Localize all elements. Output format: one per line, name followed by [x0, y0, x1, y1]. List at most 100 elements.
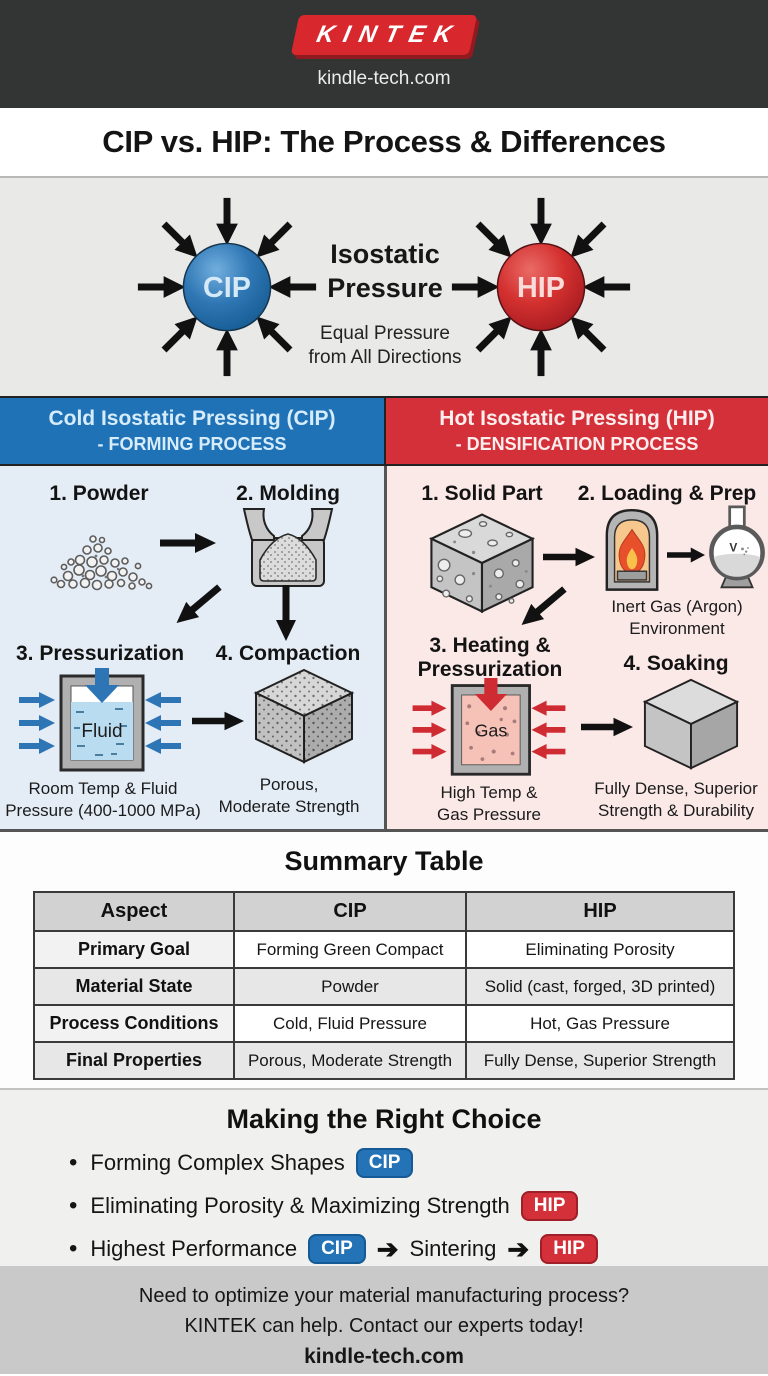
top-banner: KINTEK kindle-tech.com — [0, 0, 768, 108]
bullet-mid-text: Sintering — [409, 1236, 497, 1261]
arrow-icon — [160, 533, 216, 553]
cip-badge: CIP — [308, 1234, 366, 1264]
table-row: Final Properties Porous, Moderate Streng… — [33, 1041, 735, 1080]
hip-step4-title: 4. Soaking — [623, 652, 729, 675]
cell-aspect: Material State — [33, 967, 235, 1006]
hip-header-line2: - DENSIFICATION PROCESS — [455, 434, 699, 454]
summary-section: Summary Table Aspect CIP HIP Primary Goa… — [0, 832, 768, 1088]
cip-sphere-icon: CIP — [137, 197, 317, 377]
summary-table: Aspect CIP HIP Primary Goal Forming Gree… — [33, 891, 735, 1080]
fluid-vessel-label: Fluid — [81, 721, 122, 742]
col-header-cip: CIP — [233, 891, 467, 932]
arrow-icon — [581, 717, 633, 737]
table-row: Primary Goal Forming Green Compact Elimi… — [33, 930, 735, 969]
arrow-diagonal-icon — [176, 584, 222, 623]
hip-header-line1: Hot Isostatic Pressing (HIP) — [439, 407, 715, 430]
header-website-text: kindle-tech.com — [317, 68, 451, 89]
footer-line2: KINTEK can help. Contact our experts tod… — [184, 1315, 584, 1337]
footer-line1: Need to optimize your material manufactu… — [138, 1285, 630, 1307]
list-item: Eliminating Porosity & Maximizing Streng… — [69, 1191, 699, 1221]
flask-label: V — [729, 541, 737, 555]
kintek-logo-text: KINTEK — [314, 21, 464, 48]
cip-step3-caption: Room Temp & Fluid Pressure (400-1000 MPa… — [5, 779, 201, 820]
choice-title: Making the Right Choice — [226, 1104, 542, 1134]
page-title: CIP vs. HIP: The Process & Differences — [102, 124, 666, 159]
col-header-aspect: Aspect — [33, 891, 235, 932]
arrow-icon — [543, 547, 595, 567]
hip-badge: HIP — [520, 1191, 579, 1221]
hip-sphere-label: HIP — [517, 272, 565, 304]
hip-step3-title: 3. Heating & Pressurization — [417, 634, 563, 682]
arrow-icon — [667, 547, 705, 563]
bullet-text: Highest Performance — [90, 1236, 298, 1261]
hip-badge: HIP — [540, 1234, 598, 1264]
cip-sphere-label: CIP — [203, 272, 251, 304]
cip-step4-title: 4. Compaction — [215, 642, 361, 665]
kintek-logo: KINTEK — [290, 15, 478, 55]
mold-icon — [242, 508, 334, 587]
iso-subtitle: Equal Pressure from All Directions — [308, 322, 462, 369]
footer-website-text: kindle-tech.com — [304, 1345, 464, 1368]
cell-aspect: Primary Goal — [33, 930, 235, 969]
cip-step3-title: 3. Pressurization — [15, 642, 185, 665]
iso-center-text: Isostatic Pressure Equal Pressure from A… — [286, 238, 484, 371]
bullet-text: Forming Complex Shapes — [90, 1150, 345, 1175]
table-row: Material State Powder Solid (cast, forge… — [33, 967, 735, 1006]
powder-icon — [50, 535, 153, 591]
cip-step2-title: 2. Molding — [236, 482, 340, 505]
cell-hip: Hot, Gas Pressure — [465, 1004, 735, 1043]
solid-part-cube-icon — [428, 513, 536, 614]
cip-step4-caption: Porous, Moderate Strength — [218, 775, 360, 816]
hip-step4-caption: Fully Dense, Superior Strength & Durabil… — [594, 779, 758, 820]
cell-aspect: Final Properties — [33, 1041, 235, 1080]
hip-process-column: 1. Solid Part 2. Loading & Prep — [384, 466, 768, 829]
title-band: CIP vs. HIP: The Process & Differences — [0, 108, 768, 178]
arrow-down-icon — [276, 585, 296, 641]
cell-cip: Cold, Fluid Pressure — [233, 1004, 467, 1043]
arrow-diagonal-icon — [521, 586, 567, 625]
cell-hip: Eliminating Porosity — [465, 930, 735, 969]
cell-hip: Fully Dense, Superior Strength — [465, 1041, 735, 1080]
hip-step1-title: 1. Solid Part — [421, 482, 543, 505]
summary-title: Summary Table — [284, 846, 484, 876]
process-section: 1. Powder 2. Molding — [0, 466, 768, 832]
hip-column-header: Hot Isostatic Pressing (HIP) - DENSIFICA… — [384, 398, 768, 464]
cip-header-line2: - FORMING PROCESS — [97, 434, 287, 454]
footer: Need to optimize your material manufactu… — [0, 1266, 768, 1374]
hip-step2-caption: Inert Gas (Argon) Environment — [611, 597, 743, 638]
arrow-icon: ➔ — [376, 1234, 399, 1264]
cell-cip: Powder — [233, 967, 467, 1006]
flask-icon: V — [709, 505, 765, 589]
arrow-icon: ➔ — [507, 1234, 530, 1264]
cip-header-line1: Cold Isostatic Pressing (CIP) — [48, 407, 336, 430]
cip-badge: CIP — [355, 1148, 414, 1178]
iso-title: Isostatic Pressure — [327, 239, 443, 303]
choice-section: Making the Right Choice Forming Complex … — [0, 1088, 768, 1266]
cell-cip: Forming Green Compact — [233, 930, 467, 969]
porous-cube-icon — [253, 668, 355, 764]
cip-step1-title: 1. Powder — [49, 482, 149, 505]
furnace-icon — [605, 508, 659, 591]
table-header-row: Aspect CIP HIP — [33, 891, 735, 932]
hip-step2-title: 2. Loading & Prep — [577, 482, 757, 505]
cell-hip: Solid (cast, forged, 3D printed) — [465, 967, 735, 1006]
gas-vessel-icon: Gas — [412, 678, 566, 776]
choice-bullets: Forming Complex Shapes CIP Eliminating P… — [69, 1148, 699, 1264]
list-item: Forming Complex Shapes CIP — [69, 1148, 699, 1178]
cip-process-column: 1. Powder 2. Molding — [0, 466, 384, 829]
col-header-hip: HIP — [465, 891, 735, 932]
arrow-icon — [192, 711, 244, 731]
table-row: Process Conditions Cold, Fluid Pressure … — [33, 1004, 735, 1043]
list-item: Highest Performance CIP ➔ Sintering ➔ HI… — [69, 1234, 699, 1264]
fluid-vessel-icon: Fluid — [19, 668, 181, 772]
cip-column-header: Cold Isostatic Pressing (CIP) - FORMING … — [0, 398, 384, 464]
dense-cube-icon — [642, 678, 740, 770]
bullet-text: Eliminating Porosity & Maximizing Streng… — [90, 1193, 510, 1218]
column-headers: Cold Isostatic Pressing (CIP) - FORMING … — [0, 396, 768, 466]
cell-aspect: Process Conditions — [33, 1004, 235, 1043]
gas-vessel-label: Gas — [474, 720, 507, 740]
hip-step3-caption: High Temp & Gas Pressure — [437, 783, 541, 824]
pressure-diagram: CIP Isostatic Pressure Equal Pressure fr… — [0, 178, 768, 396]
cell-cip: Porous, Moderate Strength — [233, 1041, 467, 1080]
